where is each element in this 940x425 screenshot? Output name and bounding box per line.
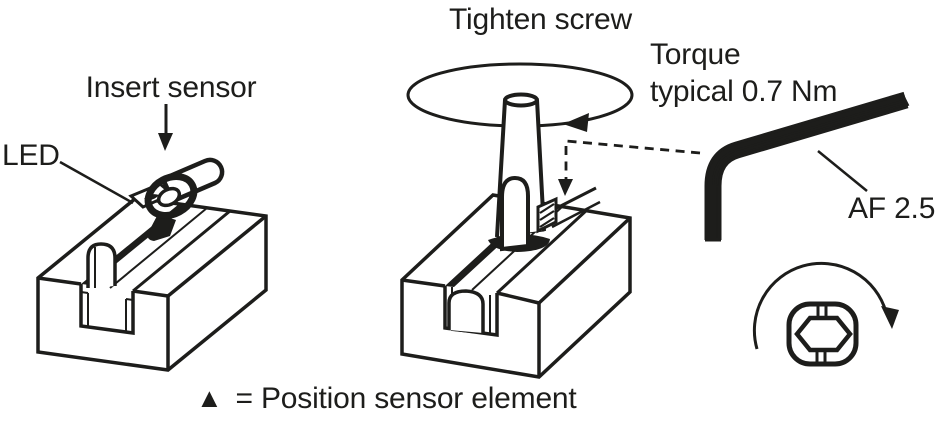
hex-socket (794, 315, 853, 353)
allen-key-facet-line-2 (716, 103, 907, 240)
screw-slot-marks (815, 305, 828, 362)
led-leader-line (59, 160, 134, 205)
tool-shaft-top (503, 92, 539, 108)
dashed-pointer-arrowhead-icon (558, 179, 573, 196)
torque-note-line1: Torque (650, 38, 741, 71)
block-top-edge (537, 216, 632, 305)
t-slot-inner-edge (80, 291, 134, 334)
insert-arrowhead-icon (158, 133, 173, 151)
legend-triangle-icon: ▲ (196, 383, 223, 413)
groove-rail-edge (551, 200, 601, 229)
sensor-clamp-ring (144, 173, 198, 219)
sensor-bracket-hook (147, 214, 176, 241)
clamp-key (86, 242, 117, 288)
block-front-edge (37, 276, 169, 298)
sensor-clamp-ring-inner (156, 186, 182, 208)
groove-right-edge (132, 209, 231, 293)
hex-key-figure (704, 91, 910, 367)
clockwise-arrow-icon (752, 261, 888, 350)
block-top-edge (166, 214, 268, 298)
groove-mid-edge (109, 207, 208, 289)
position-marker-hatching (539, 203, 555, 228)
tighten-screw-label: Tighten screw (448, 3, 633, 36)
dashed-pointer-line (564, 139, 701, 181)
tighten-screw-figure (400, 62, 701, 379)
clockwise-arrowhead-icon (881, 306, 899, 329)
torque-note: Torque typical 0.7 Nm (650, 36, 880, 110)
allen-key-tip-faces (705, 93, 910, 242)
led-label: LED (2, 139, 60, 172)
insert-sensor-label: Insert sensor (85, 71, 257, 104)
legend: ▲ = Position sensor element (196, 381, 577, 417)
block-front-edge (401, 278, 540, 305)
groove-right-edge (495, 207, 590, 295)
tool-blade (500, 175, 530, 252)
allen-key-facet-line (712, 99, 907, 240)
insert-sensor-figure (36, 104, 268, 372)
torque-note-line2: typical 0.7 Nm (650, 75, 838, 108)
af-leader-line (817, 150, 868, 192)
legend-text: = Position sensor element (235, 382, 577, 415)
clamp-key (447, 289, 485, 333)
rotation-arrowhead-icon (563, 113, 589, 132)
af-size-label: AF 2.5 (848, 192, 936, 225)
